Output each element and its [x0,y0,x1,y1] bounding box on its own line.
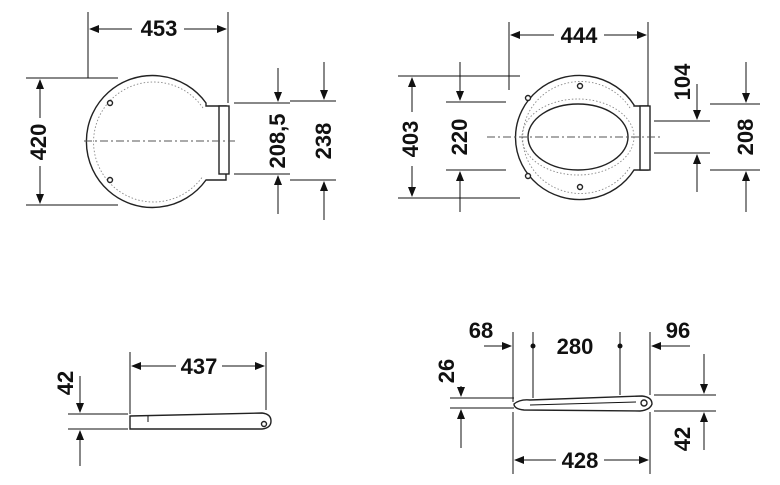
dim-403: 403 [398,75,520,199]
dim-26-label: 26 [434,359,459,383]
dim-444-label: 444 [561,23,598,48]
dim-428-label: 428 [562,448,599,473]
dim-42-right: 42 [654,354,716,451]
ring-top-view [487,74,660,201]
dim-238: 238 [290,62,336,220]
dim-280-label: 280 [557,334,594,359]
dim-26: 26 [434,359,514,448]
dim-104: 104 [654,63,710,192]
dim-238-label: 238 [311,123,336,160]
dim-208-5-label: 208,5 [265,113,290,168]
dim-444: 444 [508,22,649,106]
dim-208-5: 208,5 [234,68,290,214]
dim-428: 428 [512,412,651,474]
lid-side-hinge [260,420,268,428]
dim-208: 208 [710,62,760,212]
lid-bumper-bottom [106,176,114,184]
dim-420: 420 [26,77,118,206]
ring-side-view [513,395,653,412]
ring-bumper-3 [524,172,532,180]
dim-403-label: 403 [398,121,423,158]
dim-420-label: 420 [26,124,51,161]
ring-bumper-1 [524,94,532,102]
dim-68-label: 68 [469,318,493,343]
ring-side-hinge [640,399,648,407]
lid-hinge-block [218,105,230,175]
lid-bumper-top [106,99,114,107]
dim-42-left-label: 42 [53,371,78,395]
ring-bumper-2 [576,82,584,90]
dim-chain-top: 68 280 96 [469,318,690,402]
lid-edge-dots [93,81,204,203]
dim-42-left: 42 [53,371,128,466]
lid-top-view [84,74,235,209]
dim-437: 437 [129,352,267,414]
lid-side-outline [129,412,272,430]
dim-208-label: 208 [733,119,758,156]
dim-453-label: 453 [141,16,178,41]
ring-hinge-block [639,105,651,171]
dim-437-label: 437 [181,354,218,379]
dim-104-label: 104 [670,63,695,100]
dim-220-label: 220 [447,119,472,156]
dim-42-right-label: 42 [670,427,695,451]
dim-220: 220 [446,62,506,212]
dim-453: 453 [87,12,229,103]
dim-96-label: 96 [666,318,690,343]
lid-outline [85,74,227,209]
ring-bumper-4 [576,183,584,191]
lid-side-view [129,412,272,430]
